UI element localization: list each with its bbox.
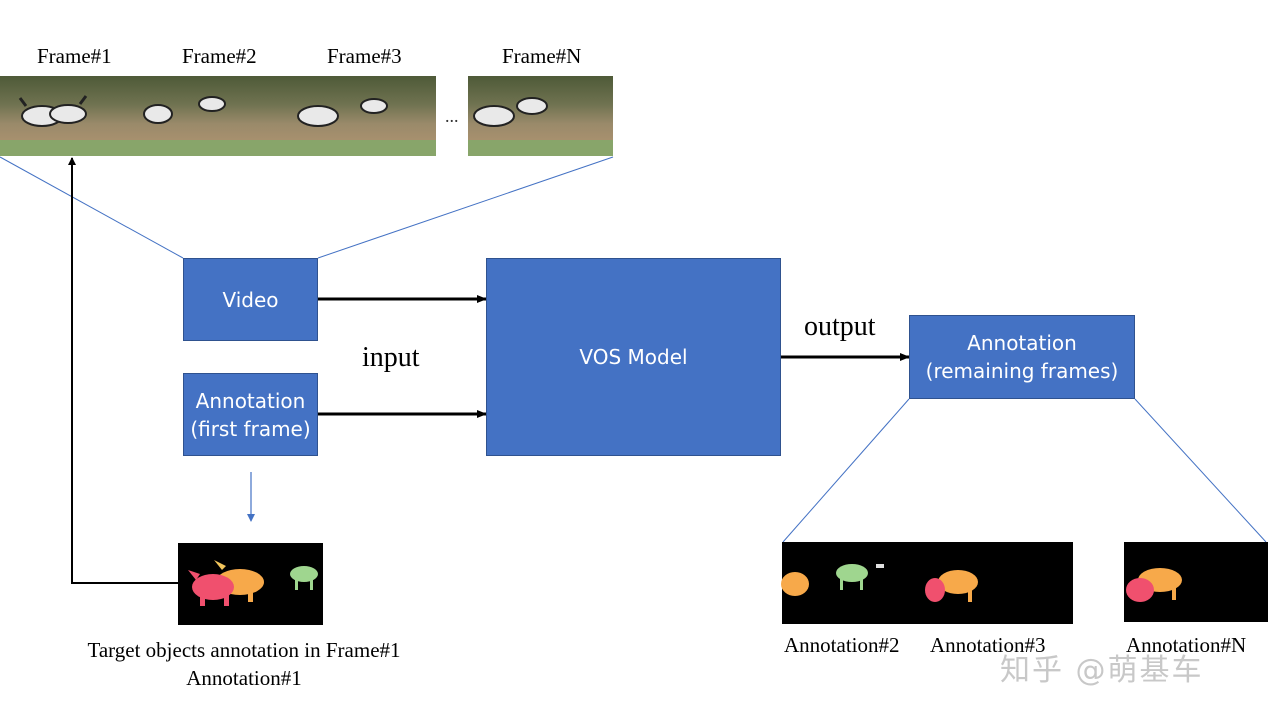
projection-line-out-left <box>782 398 910 543</box>
frame-label-n: Frame#N <box>502 44 582 68</box>
frame-thumbnail-2 <box>143 76 290 156</box>
annotation-remaining-line1: Annotation <box>967 331 1077 355</box>
mask-annotation-n <box>1124 542 1268 622</box>
projection-line-left <box>0 156 184 259</box>
mask-annotation-3 <box>925 542 1073 624</box>
watermark: 知乎 @萌基车 <box>1000 653 1204 688</box>
annotation-1-caption: Annotation#1 <box>186 666 302 690</box>
frames-ellipsis: ... <box>445 106 459 126</box>
projection-line-out-right <box>1134 398 1267 543</box>
annotation-remaining-line2: (remaining frames) <box>925 359 1119 383</box>
projection-line-right <box>317 156 614 259</box>
frame-thumbnail-3 <box>290 76 436 156</box>
mask-annotation-2 <box>781 542 927 624</box>
vos-model-label: VOS Model <box>579 345 688 369</box>
video-box-label: Video <box>222 287 279 312</box>
annotation-remaining-frames-box: Annotation (remaining frames) <box>909 315 1135 399</box>
frame-thumbnail-n <box>468 76 613 156</box>
frame-thumbnail-1 <box>0 76 145 156</box>
annotation-first-frame-line2: (first frame) <box>190 416 311 441</box>
annotation-first-frame-line1: Annotation <box>195 388 306 413</box>
annotation-3-caption: Annotation#3 <box>930 633 1046 657</box>
annotation-2-caption: Annotation#2 <box>784 633 900 657</box>
annotation-n-caption: Annotation#N <box>1126 633 1247 657</box>
frame-label-1: Frame#1 <box>37 44 112 68</box>
annotation-first-frame-box: Annotation (first frame) <box>183 373 318 456</box>
video-box: Video <box>183 258 318 341</box>
frame-label-3: Frame#3 <box>327 44 402 68</box>
mask-annotation-1 <box>178 543 323 625</box>
input-label: input <box>362 342 420 373</box>
output-label: output <box>804 311 876 342</box>
frame-label-2: Frame#2 <box>182 44 257 68</box>
vos-model-box: VOS Model <box>486 258 781 456</box>
first-annotation-caption: Target objects annotation in Frame#1 <box>87 638 401 662</box>
arrow-annotation-to-frame1 <box>68 157 178 584</box>
